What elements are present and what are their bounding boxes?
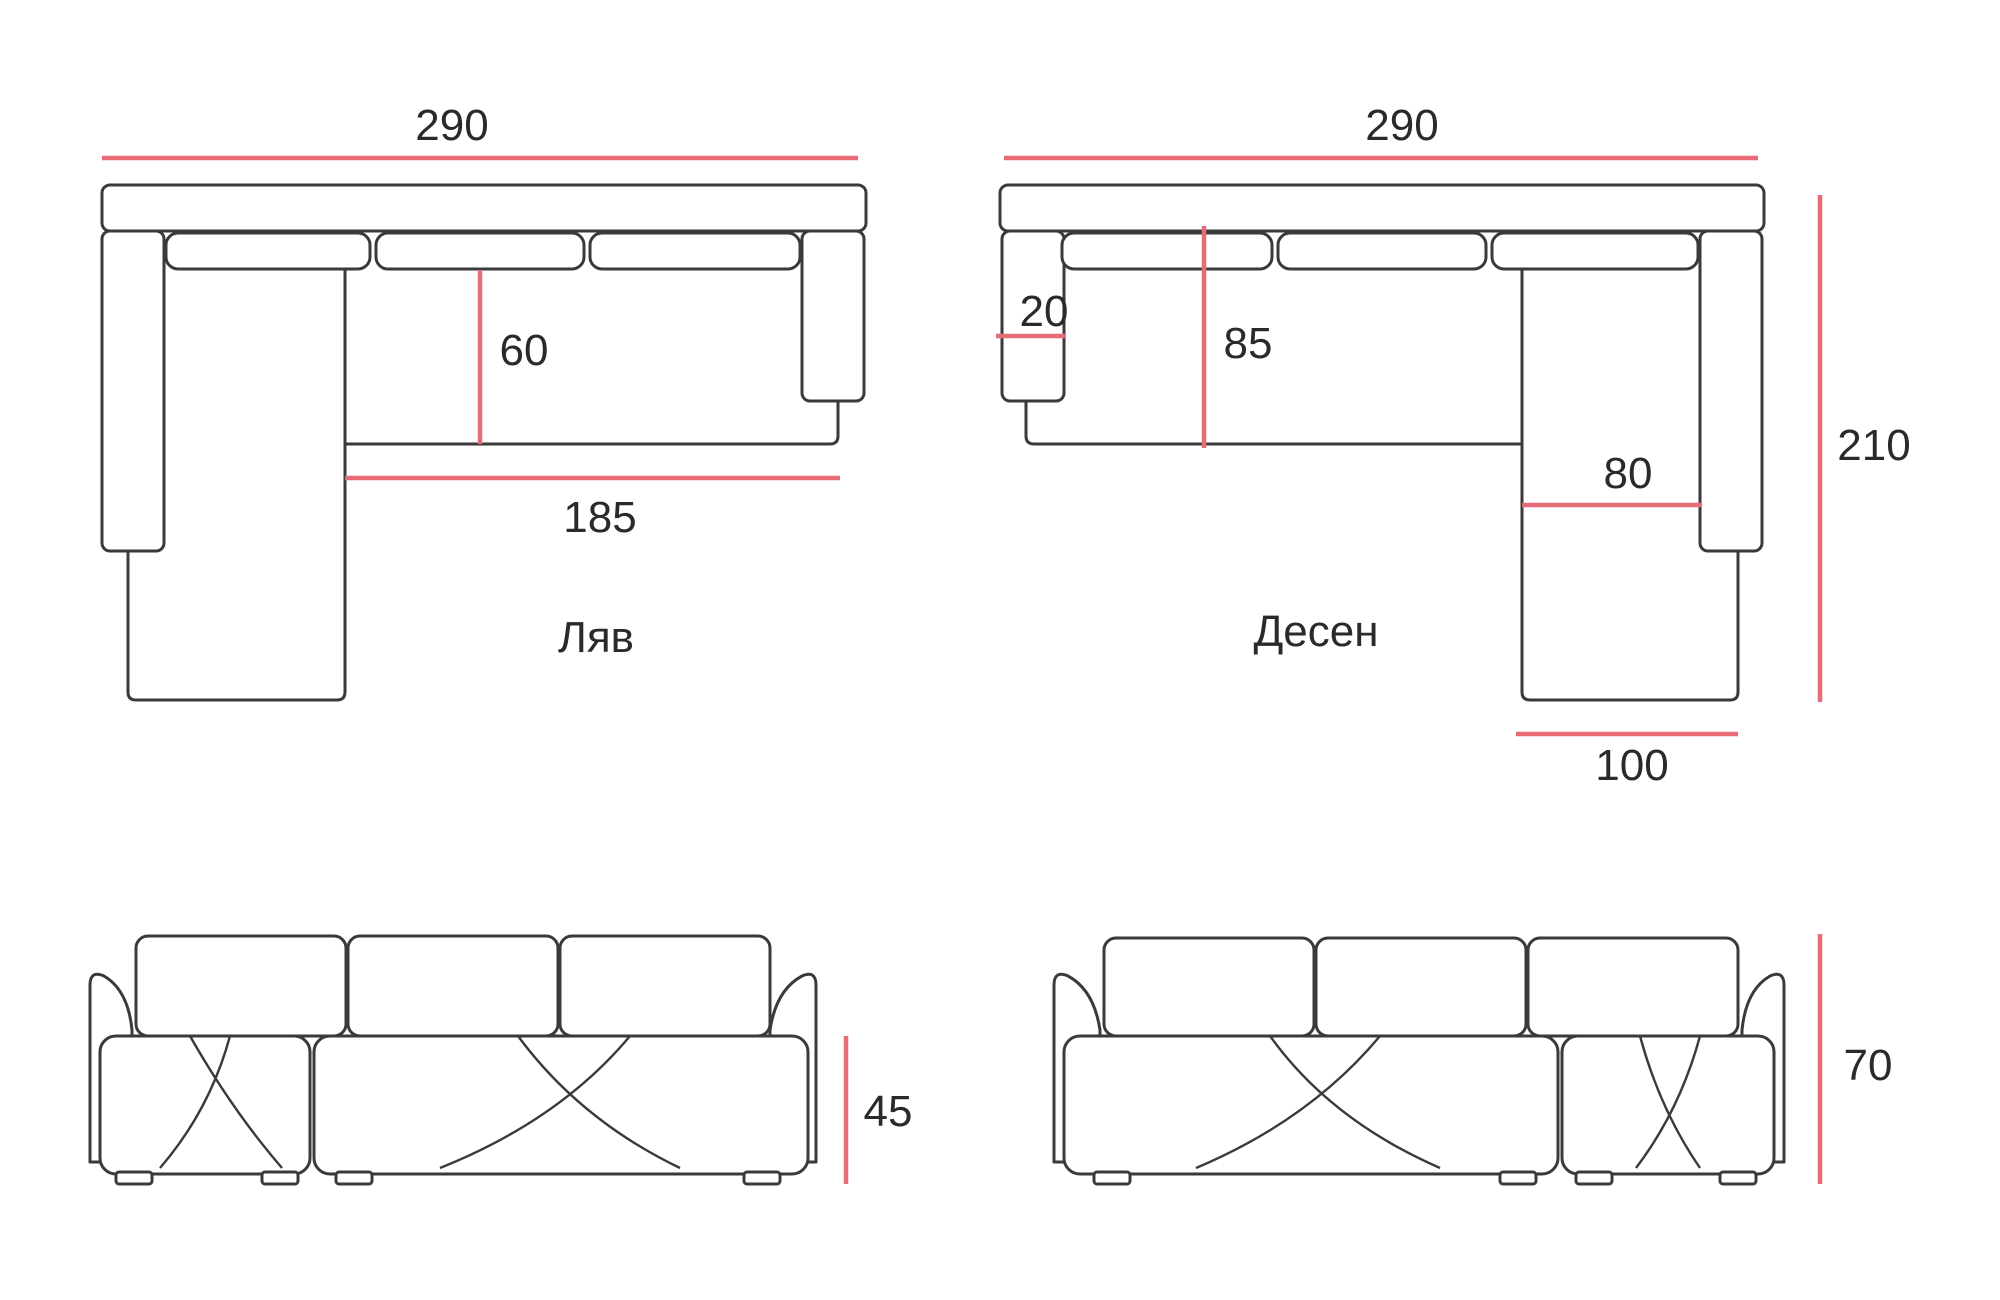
right-view-label: Десен: [1253, 607, 1378, 656]
left-height-label: 45: [864, 1087, 913, 1136]
left-front-back-cushion-2: [346, 934, 560, 1038]
right-front-foot-4: [1718, 1170, 1758, 1186]
right-front-foot-3: [1574, 1170, 1614, 1186]
right-front-back-cushion-3: [1526, 936, 1740, 1038]
left-front-foot-4: [742, 1170, 782, 1186]
right-plan-seat-body: [1024, 229, 1524, 446]
left-front-foot-1: [114, 1170, 154, 1186]
right-front-back-cushion-2: [1314, 936, 1528, 1038]
left-seat-depth-label: 60: [500, 326, 549, 375]
left-plan-seat-body: [343, 229, 840, 446]
right-front-back-cushion-1: [1102, 936, 1316, 1038]
left-front-stitch-chaise: [159, 1035, 283, 1169]
left-front-chaise-seat: [98, 1034, 312, 1176]
left-width-label: 290: [415, 101, 488, 150]
right-front-foot-2: [1498, 1170, 1538, 1186]
right-plan-backrest: [998, 183, 1766, 233]
right-plan-left-arm: [1000, 229, 1066, 403]
right-plan-chaise-body: [1520, 229, 1740, 702]
left-front-foot-3: [334, 1170, 374, 1186]
left-view-label: Ляв: [558, 613, 634, 662]
right-chaise-width-label: 100: [1595, 741, 1668, 790]
right-front-stitch-chaise: [1635, 1035, 1702, 1169]
right-front-stitch-main: [1195, 1035, 1441, 1170]
left-plan-backrest: [100, 183, 868, 233]
left-plan-cushion-2: [374, 231, 586, 271]
right-arm-width-label: 20: [1020, 287, 1069, 336]
left-sofa-front: 45: [88, 934, 913, 1186]
right-back-depth-label: 85: [1224, 319, 1273, 368]
right-sofa-front: 70: [1052, 934, 1893, 1186]
right-front-foot-1: [1092, 1170, 1132, 1186]
left-front-foot-2: [260, 1170, 300, 1186]
left-plan-cushion-3: [588, 231, 802, 271]
right-sofa-plan: 290 20 85 80 210 100 Десен: [996, 101, 1911, 790]
right-chaise-inner-label: 80: [1604, 449, 1653, 498]
left-plan-chaise-arm: [100, 229, 166, 553]
right-plan-cushion-3: [1490, 231, 1700, 271]
left-plan-cushion-1: [164, 231, 372, 271]
left-front-stitch-main: [439, 1035, 681, 1170]
right-front-main-seat: [1062, 1034, 1560, 1176]
left-seat-length-label: 185: [563, 493, 636, 542]
right-plan-chaise-arm: [1698, 229, 1764, 553]
left-front-back-cushion-1: [134, 934, 348, 1038]
right-plan-cushion-1: [1060, 231, 1274, 271]
left-front-main-seat: [312, 1034, 810, 1176]
left-plan-chaise-body: [126, 229, 347, 702]
right-width-label: 290: [1365, 101, 1438, 150]
left-sofa-plan: 290 60 185 Ляв: [100, 101, 868, 702]
left-plan-right-arm: [800, 229, 866, 403]
right-front-chaise-seat: [1560, 1034, 1776, 1176]
right-total-depth-label: 210: [1837, 421, 1910, 470]
left-front-back-cushion-3: [558, 934, 772, 1038]
right-height-label: 70: [1844, 1041, 1893, 1090]
right-plan-cushion-2: [1276, 231, 1488, 271]
